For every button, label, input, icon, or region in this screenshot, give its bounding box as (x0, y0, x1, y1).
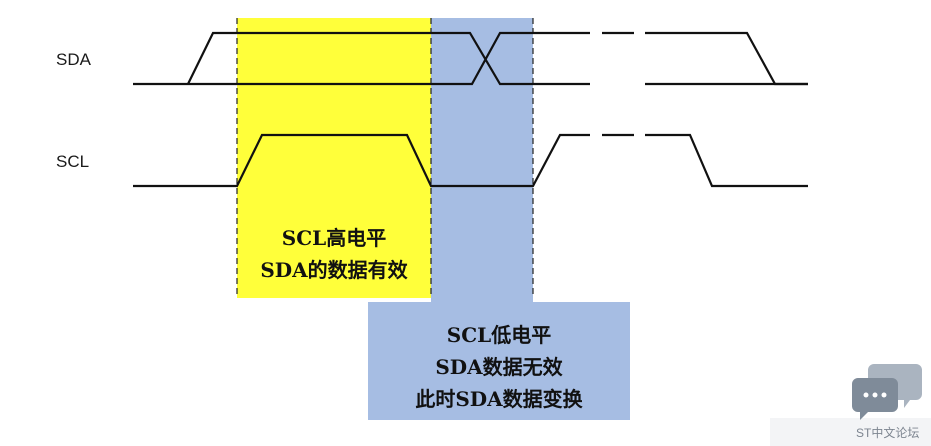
low-note-line-2: SDA数据无效 (435, 355, 562, 379)
watermark: ST中文论坛 (770, 364, 931, 446)
sda-high-tail (645, 31, 808, 86)
high-note-line-1: SCL高电平 (282, 226, 386, 250)
scl-low-note-box (368, 302, 630, 420)
scl-waveform (133, 133, 808, 188)
scl-high-region (237, 18, 431, 298)
scl-trace (133, 133, 590, 188)
sda-label: SDA (56, 50, 92, 69)
chat-bubbles-icon (852, 364, 922, 420)
scl-low-region (431, 18, 533, 302)
scl-label: SCL (56, 152, 89, 171)
boundary-guides (236, 18, 534, 298)
watermark-strip (770, 418, 931, 446)
sda-high-trace (187, 31, 590, 86)
low-note-line-1: SCL低电平 (447, 323, 551, 347)
low-note-line-3: 此时SDA数据变换 (415, 387, 583, 411)
sda-waveform (133, 31, 808, 86)
watermark-text: ST中文论坛 (856, 425, 919, 440)
high-note-line-2: SDA的数据有效 (260, 258, 407, 282)
scl-tail (645, 133, 808, 188)
sda-low-trace (133, 31, 590, 86)
